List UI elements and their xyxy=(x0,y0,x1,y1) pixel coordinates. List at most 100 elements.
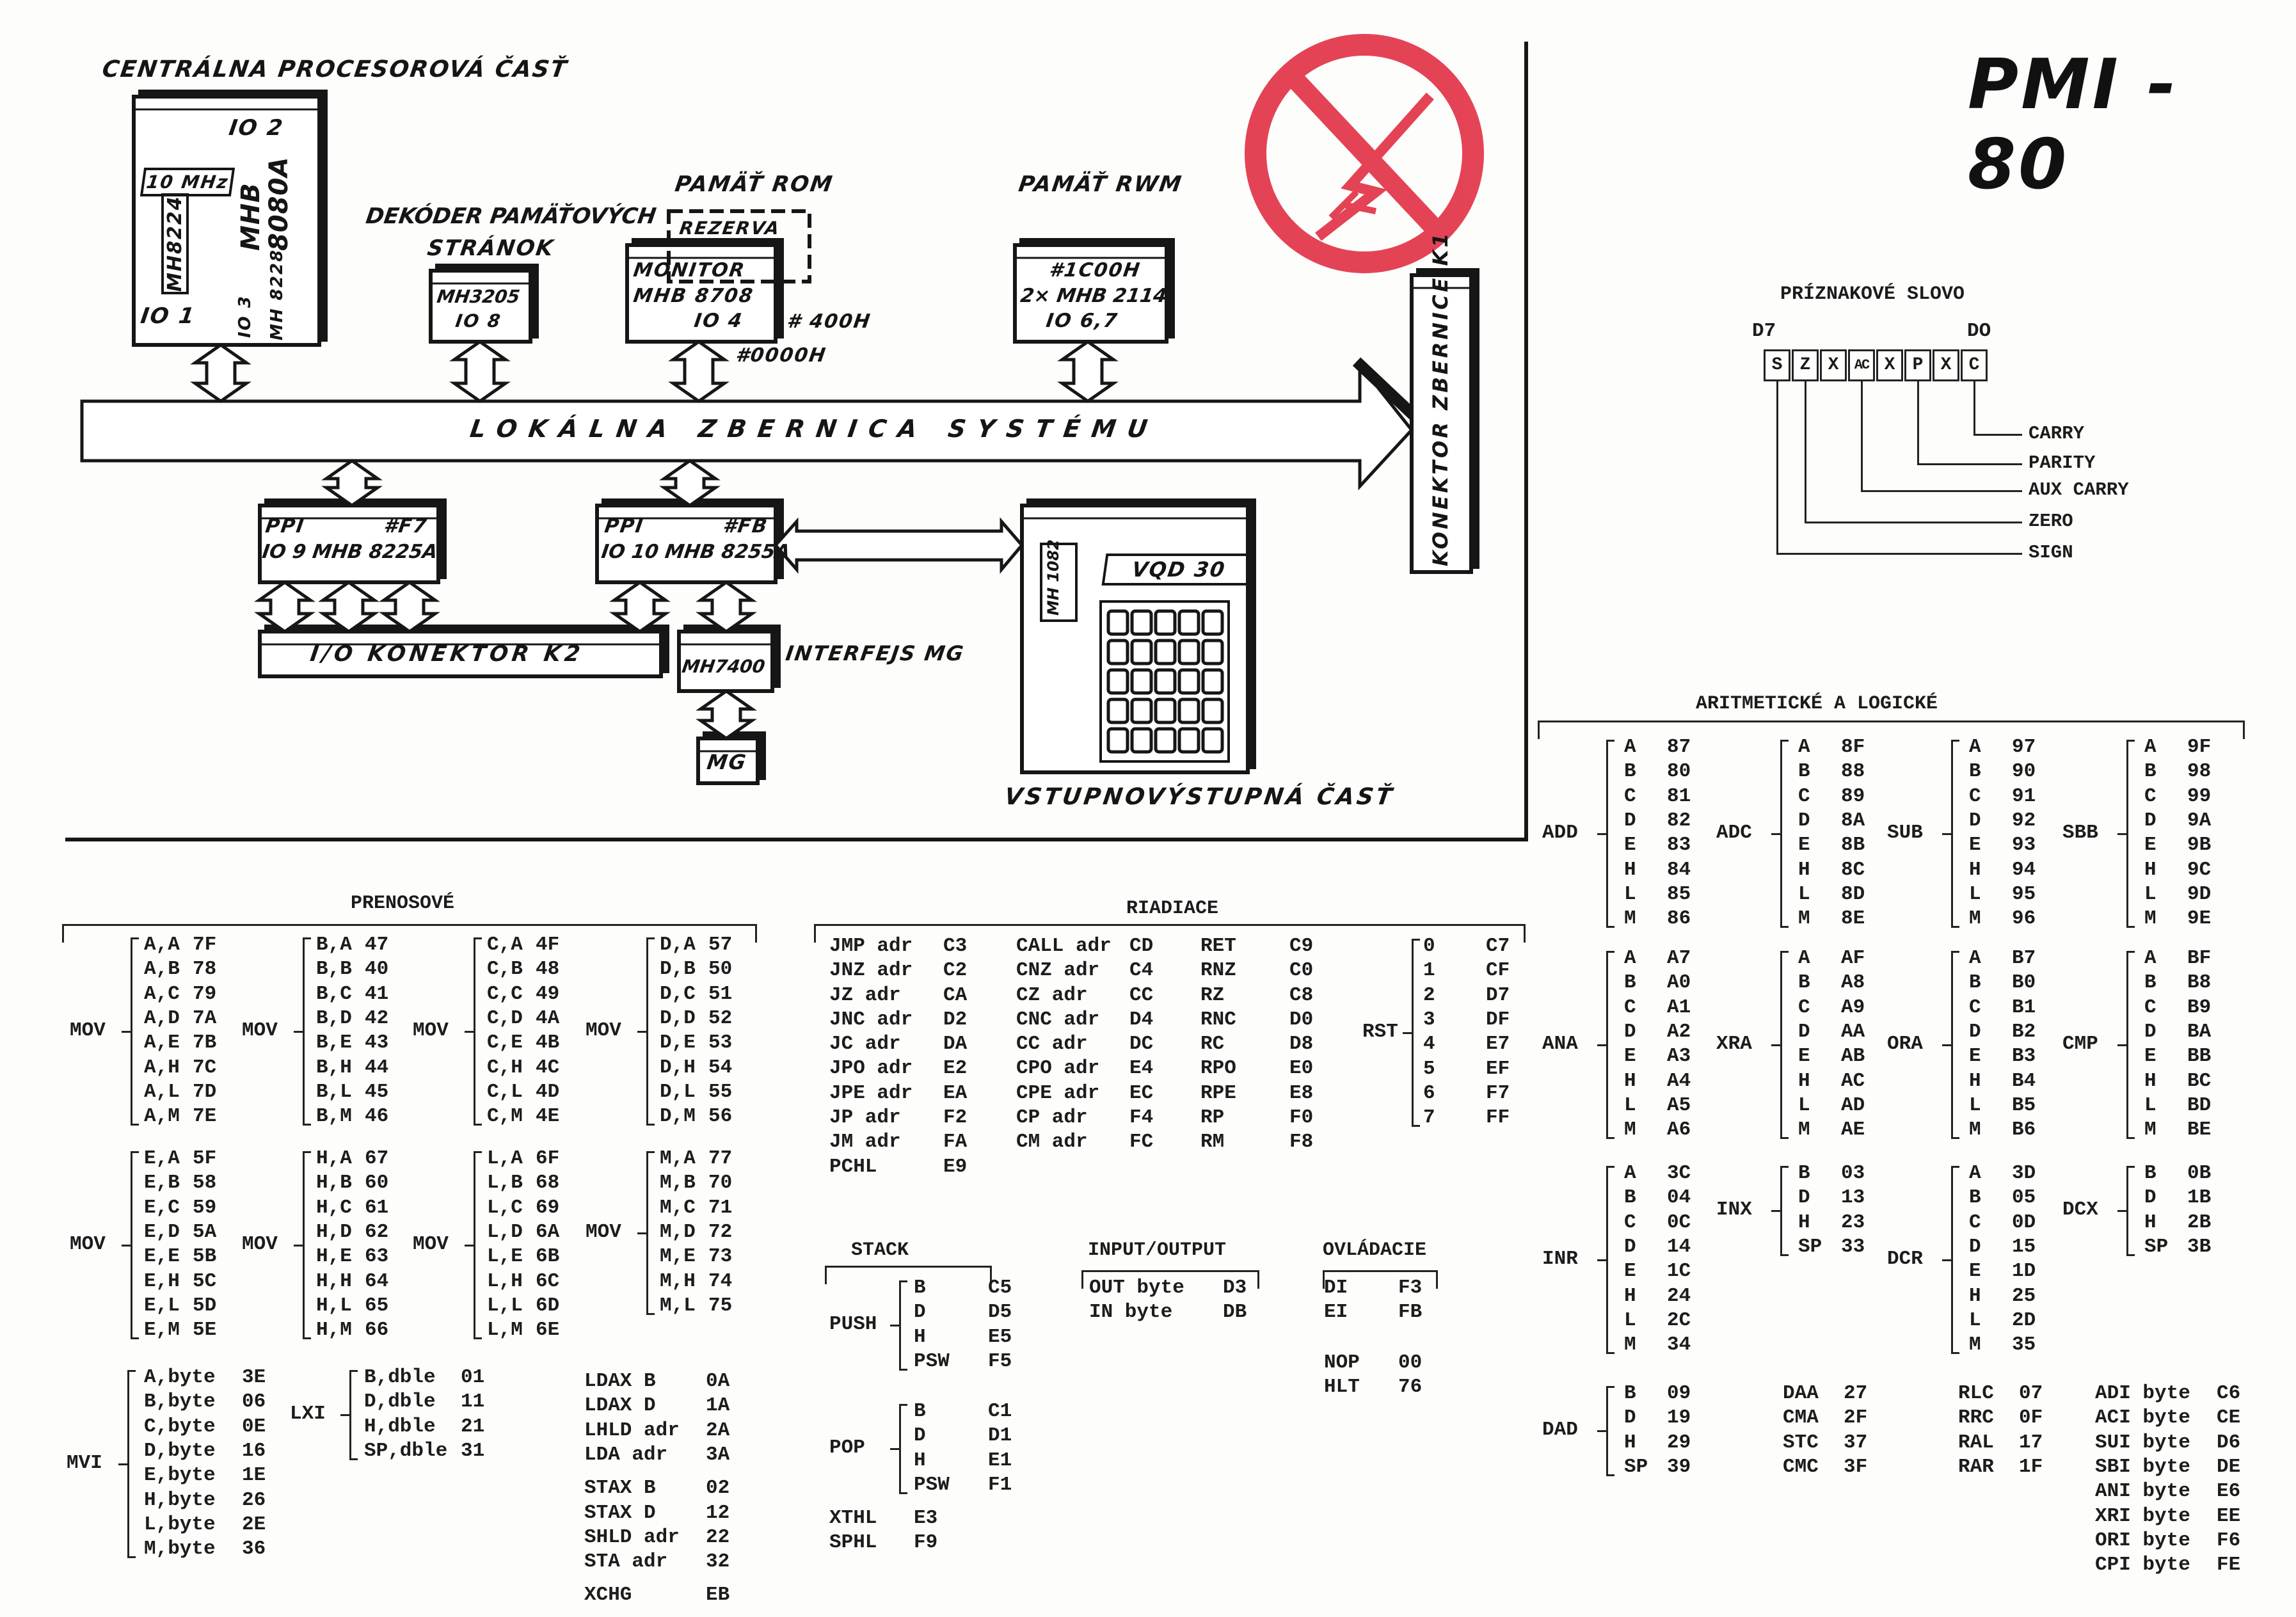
ppi1-chip: IO 9 MHB 8225A xyxy=(260,541,439,563)
arith-dad-opcode: 29 xyxy=(1667,1431,1691,1454)
bracket-tick xyxy=(122,1031,131,1033)
arith-sub-opcode: 95 xyxy=(2012,883,2036,905)
mov-opcode: 59 xyxy=(193,1197,217,1219)
arith-add-opcode: 84 xyxy=(1667,859,1691,881)
push-operand: H xyxy=(914,1326,926,1348)
bracket-tick xyxy=(294,1245,303,1247)
arith-add-opcode: 87 xyxy=(1667,736,1691,758)
mov-opcode: 6C xyxy=(536,1270,560,1293)
return-opcode: C0 xyxy=(1289,959,1314,982)
arith-inr-operand: C xyxy=(1624,1211,1636,1234)
mov-opcode: 41 xyxy=(365,983,389,1005)
mov-opcode: 6E xyxy=(536,1319,560,1341)
mov-opcode: 75 xyxy=(708,1294,733,1317)
mvi-opcode: 2E xyxy=(242,1513,266,1536)
arith-inx-op: INX xyxy=(1716,1199,1752,1221)
rwm-bus-arrow xyxy=(1057,339,1119,404)
arith-add-op: ADD xyxy=(1542,822,1578,844)
immediate-mnemonic: SBI byte xyxy=(2095,1456,2190,1478)
arith-xra-operand: H xyxy=(1798,1070,1810,1092)
return-mnemonic: RNC xyxy=(1200,1008,1236,1031)
mov-op: MOV xyxy=(413,1233,449,1255)
jump-opcode: FA xyxy=(943,1131,968,1153)
arith-xra-opcode: AB xyxy=(1841,1045,1865,1067)
arith-xra-operand: L xyxy=(1798,1094,1810,1117)
arith-sbb-opcode: 9B xyxy=(2187,834,2212,856)
mov-opcode: 5A xyxy=(193,1221,217,1243)
transfer-list-opcode: EB xyxy=(706,1584,730,1606)
rom-reserve: REZERVA xyxy=(678,218,782,239)
rst-operand: 5 xyxy=(1423,1058,1435,1080)
mov-opcode: 73 xyxy=(708,1245,733,1268)
bracket-tick xyxy=(1597,1259,1606,1261)
mov-opcode: 54 xyxy=(708,1056,733,1079)
rom-heading: PAMÄŤ ROM xyxy=(673,171,835,197)
arith-xra-operand: B xyxy=(1798,971,1810,994)
bracket xyxy=(1780,951,1789,1139)
keypad-key xyxy=(1177,639,1200,665)
transfer-list-opcode: 12 xyxy=(706,1502,730,1524)
arith-sbb-opcode: 9C xyxy=(2187,859,2212,881)
arith-dcr-opcode: 2D xyxy=(2012,1309,2036,1332)
mov-operand: B,M xyxy=(316,1105,352,1127)
arith-xra-operand: M xyxy=(1798,1119,1810,1141)
cpu-box xyxy=(132,95,321,347)
arith-dad-operand: D xyxy=(1624,1406,1636,1429)
bracket-tick xyxy=(2117,833,2126,835)
flag-bit: S xyxy=(1764,349,1790,381)
mov-operand: B,L xyxy=(316,1081,352,1103)
arith-ana-operand: M xyxy=(1624,1119,1636,1141)
rst-operand: 1 xyxy=(1423,959,1435,982)
arith-ora-opcode: B0 xyxy=(2012,971,2036,994)
arith-add-operand: A xyxy=(1624,736,1636,758)
keypad-key xyxy=(1201,639,1224,665)
call-opcode: E4 xyxy=(1129,1057,1154,1079)
mov-operand: B,C xyxy=(316,983,352,1005)
bracket xyxy=(646,937,655,1126)
arith-inr-operand: H xyxy=(1624,1285,1636,1307)
display-driver-box xyxy=(1040,543,1078,622)
arith-cmp-opcode: BD xyxy=(2187,1094,2212,1117)
arith-add-opcode: 82 xyxy=(1667,809,1691,832)
mvi-opcode: 36 xyxy=(242,1538,266,1560)
flag-label: PARITY xyxy=(2029,452,2096,474)
arith-cmp-operand: H xyxy=(2144,1070,2156,1092)
arith-xra-operand: E xyxy=(1798,1045,1810,1067)
pop-opcode: C1 xyxy=(988,1400,1012,1422)
bracket xyxy=(899,1404,907,1494)
decoder-bus-arrow xyxy=(449,339,511,404)
rst-opcode: C7 xyxy=(1486,935,1510,957)
arith-adc-opcode: 8F xyxy=(1841,736,1865,758)
jump-mnemonic: JZ adr xyxy=(829,984,901,1007)
machine-bracket xyxy=(1323,1270,1438,1289)
pop-op: POP xyxy=(829,1437,865,1459)
system-controller: MH 8228 xyxy=(267,248,287,340)
call-mnemonic: CP adr xyxy=(1016,1106,1088,1129)
io-list-opcode: D3 xyxy=(1223,1277,1247,1299)
arith-xra-opcode: AD xyxy=(1841,1094,1865,1117)
arith-inr-opcode: 1C xyxy=(1667,1260,1691,1282)
rst-operand: 3 xyxy=(1423,1008,1435,1031)
arith-ora-operand: L xyxy=(1969,1094,1981,1117)
lxi-opcode: 01 xyxy=(461,1366,485,1389)
rom-address: #0000H xyxy=(734,344,828,367)
call-opcode: CC xyxy=(1129,984,1154,1007)
flag-bit: P xyxy=(1904,349,1931,381)
decoder-heading: DEKÓDER PAMÄŤOVÝCH xyxy=(364,203,658,229)
arith-cmp-op: CMP xyxy=(2062,1033,2098,1055)
bracket-tick xyxy=(294,1031,303,1033)
mov-operand: L,E xyxy=(487,1245,523,1268)
keypad xyxy=(1106,609,1224,754)
ppi2-name: PPI xyxy=(603,515,646,538)
mov-opcode: 4F xyxy=(536,934,560,956)
arith-dcr-operand: M xyxy=(1969,1334,1981,1356)
cpu-chip: MHB 8080A xyxy=(236,156,294,251)
mov-opcode: 51 xyxy=(708,983,733,1005)
arith-ana-operand: D xyxy=(1624,1021,1636,1043)
transfer-list-opcode: 3A xyxy=(706,1444,730,1466)
arith-inx-opcode: 23 xyxy=(1841,1211,1865,1234)
bracket-tick xyxy=(1403,1032,1412,1034)
mov-opcode: 6F xyxy=(536,1147,560,1170)
flags-title: PRÍZNAKOVÉ SLOVO xyxy=(1780,283,1965,305)
